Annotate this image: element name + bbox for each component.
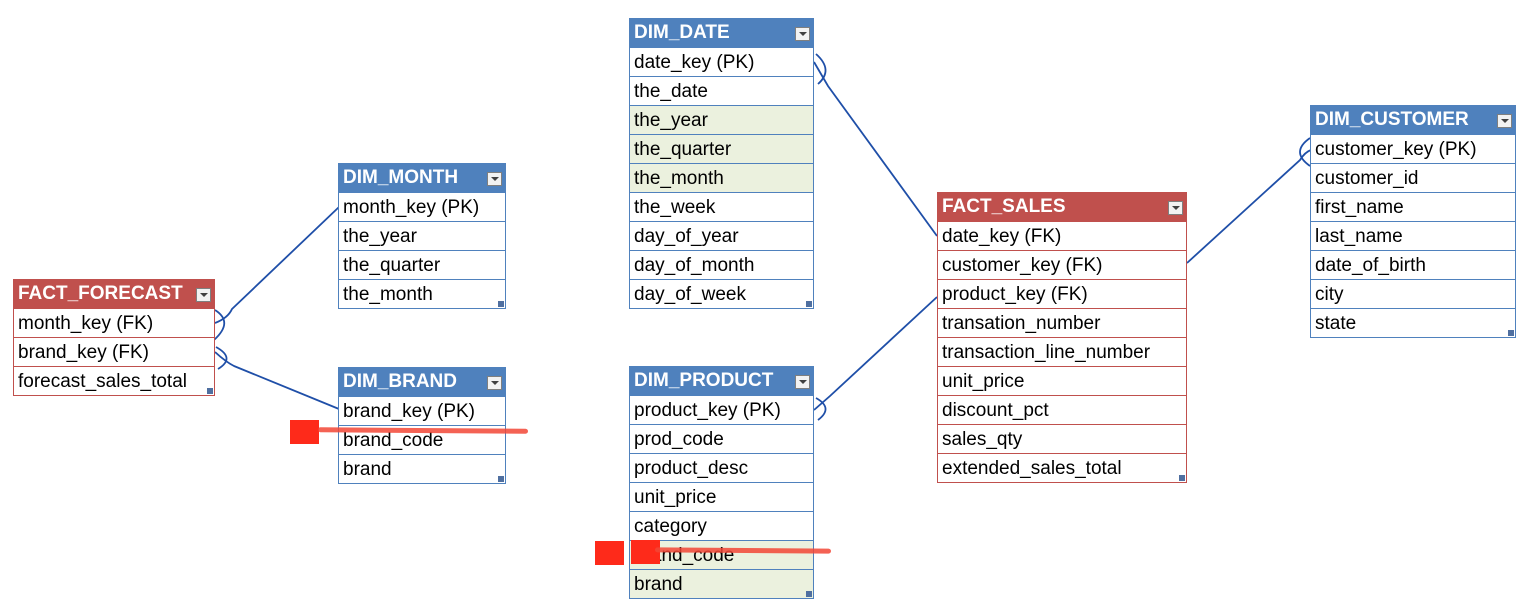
field-row[interactable]: brand (339, 454, 505, 483)
field-row[interactable]: day_of_month (630, 250, 813, 279)
table-title: DIM_MONTH (343, 167, 459, 188)
resize-grip-icon[interactable] (806, 591, 812, 597)
field-row[interactable]: prod_code (630, 424, 813, 453)
field-row[interactable]: last_name (1311, 221, 1515, 250)
table-header[interactable]: DIM_PRODUCT (630, 367, 813, 395)
field-row[interactable]: the_quarter (630, 134, 813, 163)
table-fact-forecast[interactable]: FACT_FORECAST month_key (FK) brand_key (… (13, 279, 215, 396)
table-dim-date[interactable]: DIM_DATE date_key (PK) the_date the_year… (629, 18, 814, 309)
connector-customer (1186, 149, 1312, 264)
table-title: DIM_BRAND (343, 371, 457, 392)
dropdown-arrow-icon[interactable] (1168, 201, 1183, 215)
red-marker (595, 541, 624, 565)
field-row[interactable]: sales_qty (938, 424, 1186, 453)
field-row[interactable]: category (630, 511, 813, 540)
table-header[interactable]: DIM_CUSTOMER (1311, 106, 1515, 134)
table-dim-product[interactable]: DIM_PRODUCT product_key (PK) prod_code p… (629, 366, 814, 599)
connector-brand (214, 351, 340, 410)
field-row[interactable]: first_name (1311, 192, 1515, 221)
table-dim-customer[interactable]: DIM_CUSTOMER customer_key (PK) customer_… (1310, 105, 1516, 338)
field-row[interactable]: unit_price (630, 482, 813, 511)
field-row[interactable]: state (1311, 308, 1515, 337)
field-row[interactable]: month_key (PK) (339, 192, 505, 221)
dropdown-arrow-icon[interactable] (487, 376, 502, 390)
field-row[interactable]: the_month (339, 279, 505, 308)
field-row[interactable]: brand_code (339, 425, 505, 454)
table-title: FACT_FORECAST (18, 283, 183, 304)
table-header[interactable]: DIM_DATE (630, 19, 813, 47)
connector-month (214, 206, 340, 324)
field-row[interactable]: product_key (PK) (630, 395, 813, 424)
table-title: DIM_PRODUCT (634, 370, 774, 391)
field-row[interactable]: brand (630, 569, 813, 598)
field-row[interactable]: customer_key (PK) (1311, 134, 1515, 163)
table-header[interactable]: FACT_SALES (938, 193, 1186, 221)
connector-date (813, 61, 938, 237)
field-row[interactable]: product_key (FK) (938, 279, 1186, 308)
resize-grip-icon[interactable] (498, 301, 504, 307)
field-row[interactable]: day_of_year (630, 221, 813, 250)
table-header[interactable]: DIM_MONTH (339, 164, 505, 192)
resize-grip-icon[interactable] (207, 388, 213, 394)
field-row[interactable]: the_quarter (339, 250, 505, 279)
resize-grip-icon[interactable] (806, 301, 812, 307)
table-header[interactable]: FACT_FORECAST (14, 280, 214, 308)
resize-grip-icon[interactable] (498, 476, 504, 482)
field-row[interactable]: city (1311, 279, 1515, 308)
field-row[interactable]: month_key (FK) (14, 308, 214, 337)
connector-product (813, 296, 938, 411)
dropdown-arrow-icon[interactable] (1497, 114, 1512, 128)
field-row[interactable]: the_year (339, 221, 505, 250)
field-row[interactable]: brand_key (PK) (339, 396, 505, 425)
table-fact-sales[interactable]: FACT_SALES date_key (FK) customer_key (F… (937, 192, 1187, 483)
table-dim-brand[interactable]: DIM_BRAND brand_key (PK) brand_code bran… (338, 367, 506, 484)
field-row[interactable]: unit_price (938, 366, 1186, 395)
field-row[interactable]: the_month (630, 163, 813, 192)
field-row[interactable]: date_key (PK) (630, 47, 813, 76)
table-dim-month[interactable]: DIM_MONTH month_key (PK) the_year the_qu… (338, 163, 506, 309)
dropdown-arrow-icon[interactable] (795, 375, 810, 389)
field-row[interactable]: date_key (FK) (938, 221, 1186, 250)
field-row[interactable]: product_desc (630, 453, 813, 482)
dropdown-arrow-icon[interactable] (196, 288, 211, 302)
dropdown-arrow-icon[interactable] (487, 172, 502, 186)
field-row[interactable]: the_year (630, 105, 813, 134)
field-row[interactable]: brand_key (FK) (14, 337, 214, 366)
field-row[interactable]: transaction_line_number (938, 337, 1186, 366)
field-row[interactable]: extended_sales_total (938, 453, 1186, 482)
table-title: DIM_DATE (634, 22, 730, 43)
field-row[interactable]: the_date (630, 76, 813, 105)
table-title: FACT_SALES (942, 196, 1066, 217)
table-title: DIM_CUSTOMER (1315, 109, 1469, 130)
resize-grip-icon[interactable] (1508, 330, 1514, 336)
resize-grip-icon[interactable] (1179, 475, 1185, 481)
red-marker (290, 420, 319, 444)
field-row[interactable]: day_of_week (630, 279, 813, 308)
field-row[interactable]: forecast_sales_total (14, 366, 214, 395)
field-row[interactable]: customer_id (1311, 163, 1515, 192)
field-row[interactable]: customer_key (FK) (938, 250, 1186, 279)
field-row[interactable]: discount_pct (938, 395, 1186, 424)
field-row[interactable]: transation_number (938, 308, 1186, 337)
field-row[interactable]: the_week (630, 192, 813, 221)
table-header[interactable]: DIM_BRAND (339, 368, 505, 396)
dropdown-arrow-icon[interactable] (795, 27, 810, 41)
field-row[interactable]: date_of_birth (1311, 250, 1515, 279)
